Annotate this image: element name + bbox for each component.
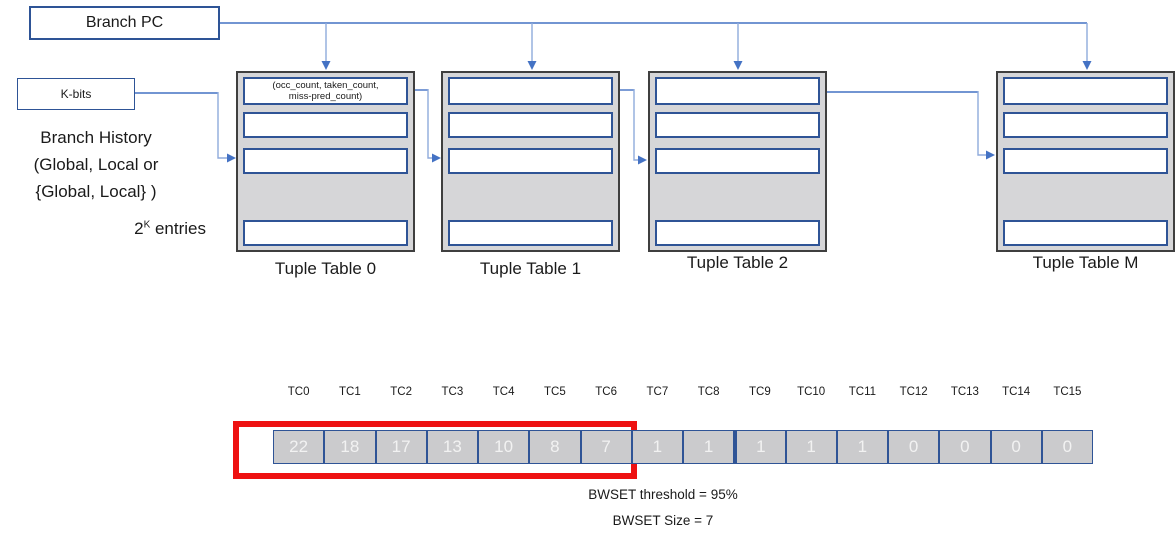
tuple-table-1: [441, 71, 620, 252]
tc-label: TC2: [390, 386, 412, 398]
tuple-entry-row: [1003, 77, 1168, 105]
tc-cell: 1: [631, 430, 683, 464]
tuple-entry-fields-line2: miss-pred_count): [288, 91, 363, 102]
tc-cell: 22: [273, 430, 325, 464]
tc-cell: 1: [683, 430, 735, 464]
tuple-entry-row: [448, 112, 613, 138]
branch-history-line-3: {Global, Local} ): [35, 182, 157, 201]
tc-label: TC7: [646, 386, 669, 398]
tuple-entry-row: [655, 77, 820, 105]
tuple-entry-fields-line1: (occ_count, taken_count,: [272, 80, 379, 91]
entries-rest: entries: [150, 219, 206, 238]
kbits-index-arrow: [217, 92, 236, 163]
tc-cell: 0: [888, 430, 940, 464]
tc-label: TC11: [848, 386, 877, 398]
k-bits-label: K-bits: [60, 87, 92, 101]
branch-pc-box: Branch PC: [29, 6, 220, 40]
entries-base: 2: [134, 219, 144, 238]
tc-label: TC4: [492, 386, 515, 398]
tc-label: TC3: [441, 386, 464, 398]
tuple-table-1-label: Tuple Table 1: [479, 259, 582, 278]
tc-label: TC10: [797, 386, 826, 398]
tuple-entry-row: [655, 220, 820, 246]
tuple-entry-row: [243, 148, 408, 174]
tuple-entry-row: [243, 220, 408, 246]
tc-cell: 1: [785, 430, 837, 464]
tc-cell: 17: [375, 430, 427, 464]
tuple-table-2-label: Tuple Table 2: [686, 253, 789, 272]
branch-history-text: Branch History (Global, Local or {Global…: [0, 124, 192, 205]
bwset-size-caption: BWSET Size = 7: [612, 513, 714, 528]
tc-cell: 13: [426, 430, 478, 464]
k-bits-box: K-bits: [17, 78, 135, 110]
tuple-table-m-label: Tuple Table M: [1032, 253, 1139, 272]
tuple-table-2: [648, 71, 827, 252]
branch-history-line-2: (Global, Local or: [33, 155, 159, 174]
tuple-entry-row: (occ_count, taken_count, miss-pred_count…: [243, 77, 408, 105]
t1-t2-arrow: [633, 89, 647, 165]
tuple-entry-row: [448, 77, 613, 105]
t2-tm-arrow: [977, 91, 995, 160]
entries-count-text: 2K entries: [0, 219, 206, 239]
tc-label: TC1: [339, 386, 361, 398]
tc-cell: 0: [990, 430, 1042, 464]
tuple-entry-row: [655, 112, 820, 138]
tc-cell: 1: [836, 430, 888, 464]
tc-label: TC6: [595, 386, 617, 398]
tuple-entry-row: [655, 148, 820, 174]
tuple-entry-row: [448, 148, 613, 174]
tc-cell: 8: [529, 430, 581, 464]
branch-history-line-1: Branch History: [40, 128, 152, 147]
tuple-table-m: [996, 71, 1175, 252]
branch-pc-label: Branch PC: [85, 14, 164, 31]
tuple-table-0-label: Tuple Table 0: [274, 259, 377, 278]
entries-exponent: K: [143, 219, 151, 231]
tc-cell: 0: [939, 430, 991, 464]
tuple-entry-row: [1003, 220, 1168, 246]
tc-cell: 10: [478, 430, 530, 464]
tc-label: TC13: [950, 386, 979, 398]
tc-label: TC12: [899, 386, 928, 398]
tc-label: TC5: [544, 386, 566, 398]
t0-t1-arrow: [427, 89, 441, 163]
tc-label: TC14: [1002, 386, 1031, 398]
tuple-entry-fields: (occ_count, taken_count, miss-pred_count…: [245, 79, 406, 103]
bwset-threshold-caption: BWSET threshold = 95%: [588, 487, 738, 502]
tc-cell: 1: [734, 430, 786, 464]
tc-cell: 18: [324, 430, 376, 464]
tuple-entry-row: [1003, 148, 1168, 174]
tuple-entry-row: [1003, 112, 1168, 138]
tc-cell: 0: [1041, 430, 1093, 464]
tc-label: TC9: [749, 386, 771, 398]
tuple-table-0: (occ_count, taken_count, miss-pred_count…: [236, 71, 415, 252]
tc-cell: 7: [580, 430, 632, 464]
tc-label: TC0: [287, 386, 310, 398]
tc-label: TC15: [1053, 386, 1082, 398]
tuple-entry-row: [243, 112, 408, 138]
tc-label: TC8: [697, 386, 720, 398]
tuple-entry-row: [448, 220, 613, 246]
